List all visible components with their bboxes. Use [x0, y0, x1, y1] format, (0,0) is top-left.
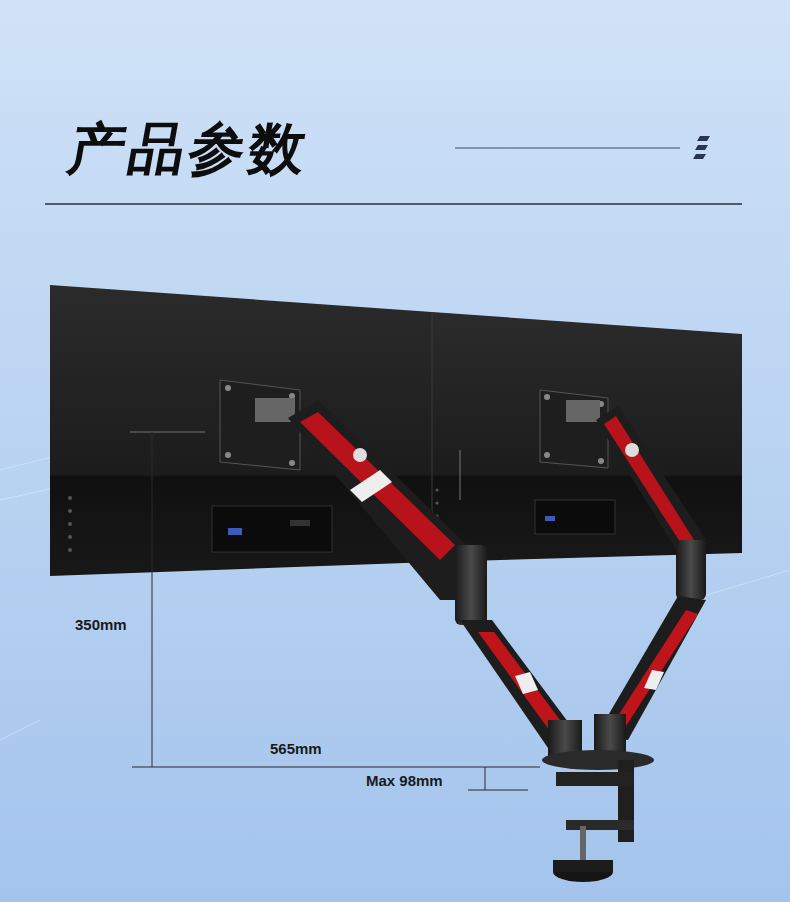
ref-line	[460, 450, 461, 500]
header-line	[455, 148, 680, 149]
dimension-label: Max 98mm	[366, 772, 443, 789]
page-title: 产品参数	[62, 112, 315, 188]
ref-line	[130, 432, 205, 433]
header-stripes	[693, 136, 710, 159]
right-arm	[596, 406, 706, 740]
desk-clamp	[542, 714, 654, 882]
vesa-screws	[225, 385, 604, 466]
dimension-label: 565mm	[270, 740, 322, 757]
left-arm	[288, 400, 580, 748]
dimension-label: 350mm	[75, 616, 127, 633]
divider-line	[45, 203, 742, 205]
vesa-plate	[220, 380, 608, 470]
right-monitor	[432, 312, 742, 562]
tilt-joint	[566, 400, 600, 422]
dimension-lines	[132, 432, 540, 790]
left-monitor	[50, 285, 432, 576]
